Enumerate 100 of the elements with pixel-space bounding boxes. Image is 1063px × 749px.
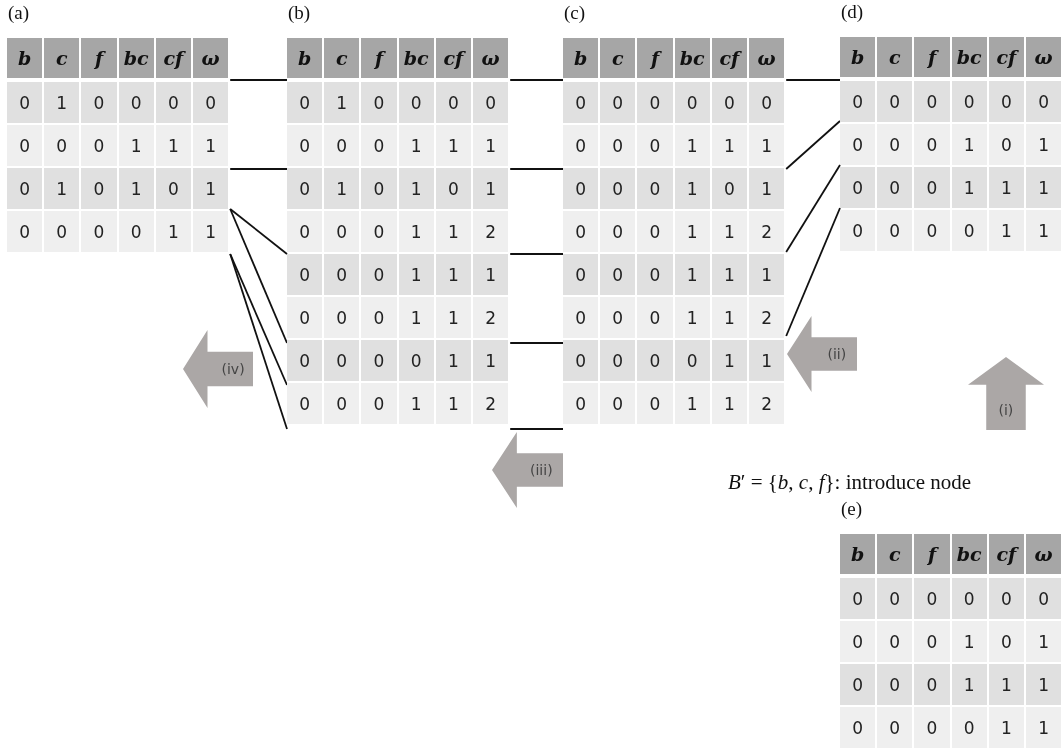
- table-cell: 0: [287, 254, 323, 295]
- table-cell: 0: [674, 82, 710, 123]
- table-cell: 1: [749, 340, 785, 381]
- column-header: ω: [1026, 37, 1062, 77]
- column-header: ω: [749, 38, 785, 78]
- table-cell: 0: [711, 82, 747, 123]
- table-cell: 1: [1026, 210, 1062, 251]
- connector-line: [509, 253, 564, 255]
- table-cell: 0: [563, 297, 599, 338]
- column-header: cf: [435, 38, 471, 78]
- column-header: b: [840, 37, 876, 77]
- table-cell: 0: [840, 81, 876, 122]
- table-cell: 0: [914, 664, 950, 705]
- table-cell: 1: [193, 211, 229, 252]
- table-cell: 0: [914, 707, 950, 748]
- column-header: f: [914, 37, 950, 77]
- table-cell: 0: [563, 82, 599, 123]
- table-cell: 0: [840, 707, 876, 748]
- table-cell: 0: [118, 211, 154, 252]
- column-header: b: [840, 534, 876, 574]
- table-cell: 0: [988, 81, 1024, 122]
- table-cell: 0: [914, 81, 950, 122]
- column-header: c: [44, 38, 80, 78]
- table-cell: 0: [118, 82, 154, 123]
- table-cell: 0: [600, 125, 636, 166]
- table-cell: 1: [435, 383, 471, 424]
- step-label: (iv): [221, 361, 245, 377]
- column-header: bc: [118, 38, 154, 78]
- column-header: c: [324, 38, 360, 78]
- table-cell: 0: [563, 340, 599, 381]
- column-header: b: [7, 38, 43, 78]
- table-cell: 2: [473, 383, 509, 424]
- table-cell: 1: [674, 168, 710, 209]
- table-cell: 1: [988, 664, 1024, 705]
- table-cell: 1: [988, 210, 1024, 251]
- table-cell: 0: [637, 82, 673, 123]
- table-cell: 1: [749, 254, 785, 295]
- table-cell: 0: [600, 82, 636, 123]
- column-header: ω: [193, 38, 229, 78]
- table-cell: 0: [324, 383, 360, 424]
- table-cell: 1: [1026, 124, 1062, 165]
- column-header: cf: [155, 38, 191, 78]
- table-cell: 1: [711, 211, 747, 252]
- connector-line: [509, 428, 564, 430]
- table-cell: 1: [398, 168, 434, 209]
- table-cell: 1: [711, 125, 747, 166]
- connector-line: [229, 168, 288, 170]
- table-cell: 0: [193, 82, 229, 123]
- panel-label: (e): [841, 498, 863, 520]
- table-cell: 1: [193, 168, 229, 209]
- table-cell: 0: [951, 707, 987, 748]
- table-cell: 0: [877, 124, 913, 165]
- table-cell: 0: [600, 254, 636, 295]
- connector-line: [785, 79, 841, 81]
- column-header: f: [637, 38, 673, 78]
- table-cell: 1: [324, 82, 360, 123]
- table-cell: 1: [1026, 707, 1062, 748]
- table-cell: 1: [674, 125, 710, 166]
- connector-line: [229, 208, 288, 255]
- table-cell: 1: [118, 125, 154, 166]
- column-header: ω: [1026, 534, 1062, 574]
- table-cell: 1: [473, 340, 509, 381]
- column-header: bc: [951, 534, 987, 574]
- table-cell: 0: [81, 125, 117, 166]
- table-cell: 0: [600, 168, 636, 209]
- table-cell: 2: [473, 211, 509, 252]
- table-cell: 0: [914, 167, 950, 208]
- table-cell: 1: [988, 707, 1024, 748]
- table-cell: 1: [1026, 621, 1062, 662]
- table-cell: 0: [324, 297, 360, 338]
- connector-line: [785, 164, 841, 253]
- table-cell: 0: [600, 211, 636, 252]
- table-cell: 0: [287, 297, 323, 338]
- table-cell: 0: [324, 211, 360, 252]
- table-cell: 0: [840, 578, 876, 619]
- table-cell: 0: [637, 383, 673, 424]
- table-cell: 0: [877, 210, 913, 251]
- panel-label: (a): [8, 2, 30, 24]
- table-cell: 0: [7, 125, 43, 166]
- table-cell: 0: [155, 168, 191, 209]
- connector-line: [509, 79, 564, 81]
- column-header: bc: [398, 38, 434, 78]
- table-cell: 1: [398, 383, 434, 424]
- table-cell: 1: [473, 125, 509, 166]
- table-cell: 1: [749, 168, 785, 209]
- table-cell: 0: [7, 168, 43, 209]
- table-cell: 1: [473, 254, 509, 295]
- column-header: ω: [473, 38, 509, 78]
- table-cell: 1: [398, 254, 434, 295]
- table-cell: 0: [711, 168, 747, 209]
- table-cell: 1: [324, 168, 360, 209]
- step-label: (ii): [827, 346, 847, 362]
- table-cell: 1: [711, 340, 747, 381]
- column-header: f: [914, 534, 950, 574]
- table-cell: 1: [44, 82, 80, 123]
- connector-line: [509, 168, 564, 170]
- table-cell: 0: [1026, 578, 1062, 619]
- table-cell: 0: [637, 340, 673, 381]
- table-cell: 0: [877, 167, 913, 208]
- table-cell: 2: [473, 297, 509, 338]
